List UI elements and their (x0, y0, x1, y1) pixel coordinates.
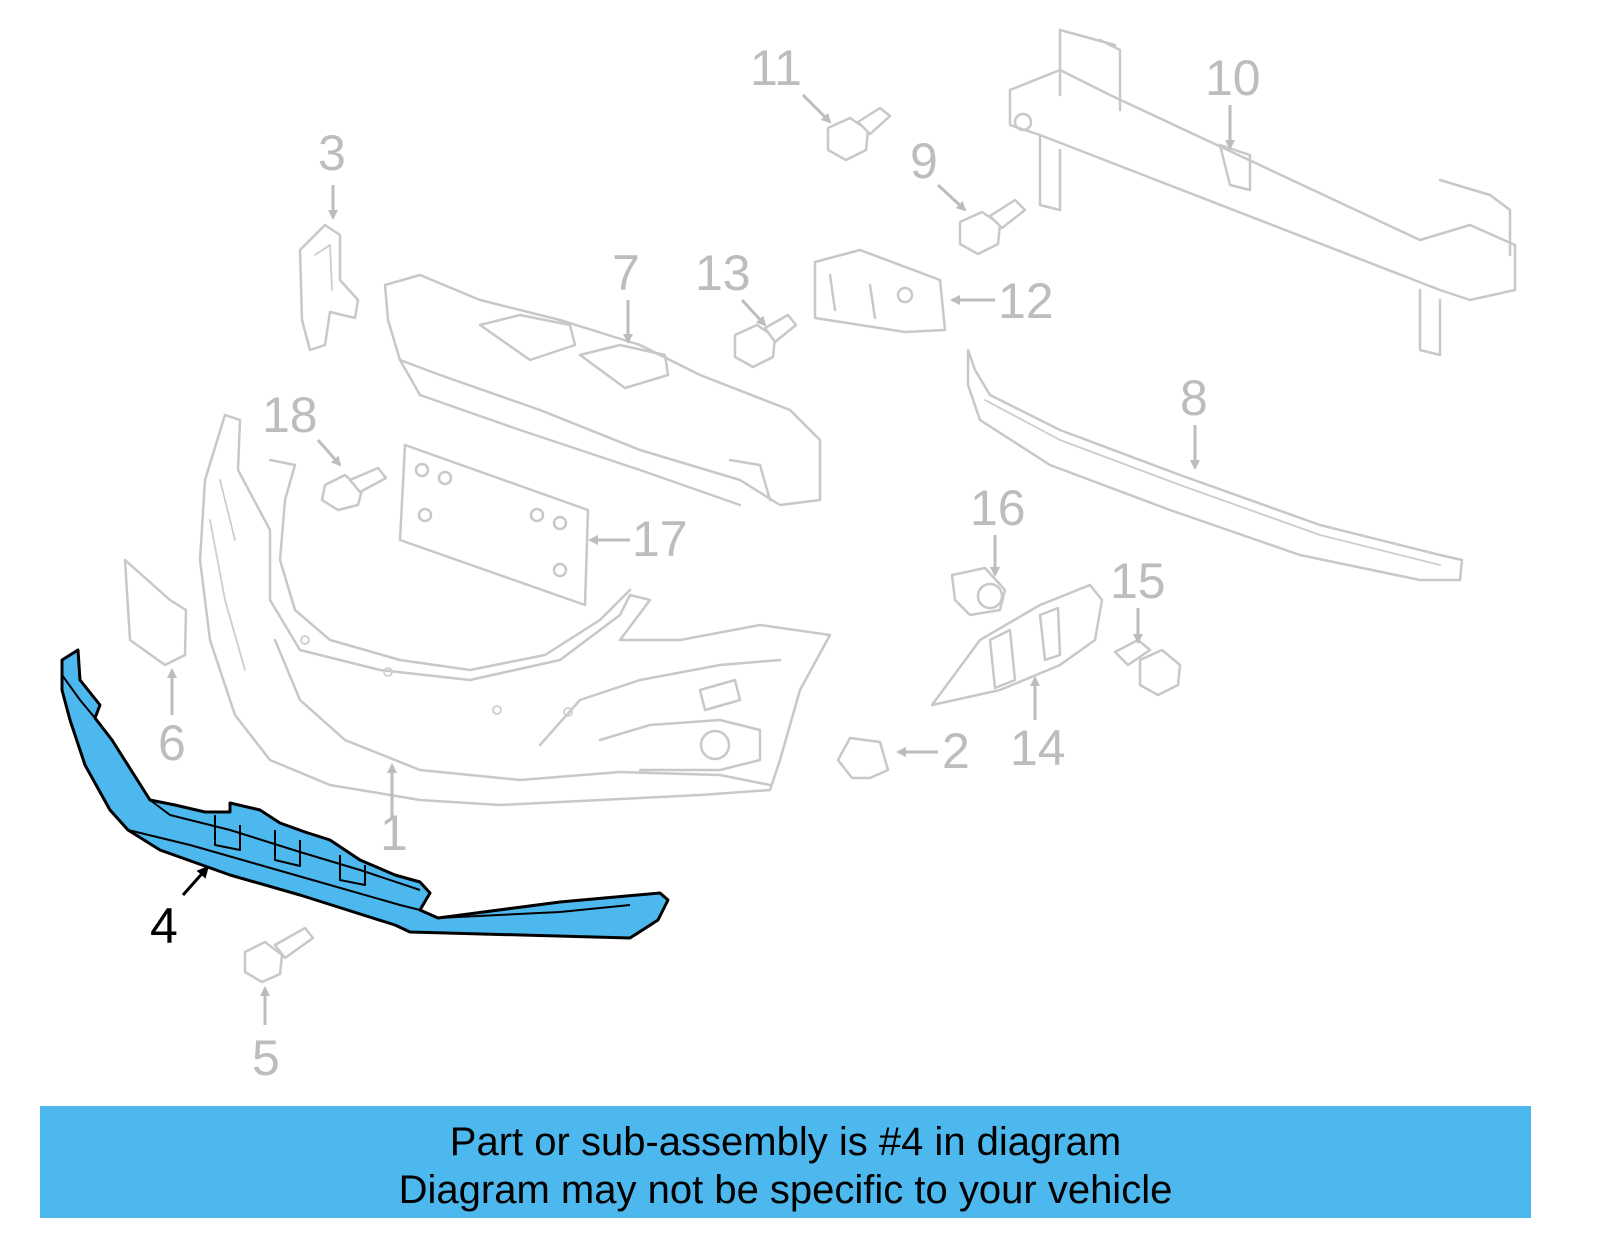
callout-8: 8 (1180, 370, 1208, 426)
callout-12: 12 (998, 273, 1054, 329)
callout-leaders (167, 93, 1235, 1025)
part-8-strip (966, 348, 1464, 582)
part-1-bumper-cover (198, 413, 832, 807)
part-5-bolt (243, 926, 315, 984)
callout-14: 14 (1010, 720, 1066, 776)
part-16-nut (950, 566, 1007, 617)
part-6-tow-cap (123, 558, 188, 667)
part-4-lower-spoiler (60, 648, 670, 940)
part-11-bolt (826, 106, 892, 162)
callout-16: 16 (970, 480, 1026, 536)
callout-11: 11 (750, 40, 802, 96)
callout-10: 10 (1205, 50, 1261, 106)
callout-1: 1 (380, 805, 408, 861)
banner-line-disclaimer: Diagram may not be specific to your vehi… (398, 1168, 1173, 1212)
part-13-bolt (733, 313, 798, 369)
part-7-absorber (383, 273, 822, 507)
callout-2: 2 (942, 723, 970, 779)
callout-6: 6 (158, 715, 186, 771)
callout-13: 13 (695, 245, 751, 301)
callout-labels: 1 2 3 4 5 6 7 8 9 10 11 12 13 14 15 16 1… (150, 40, 1261, 1086)
callout-9: 9 (910, 133, 938, 189)
callout-18: 18 (262, 387, 318, 443)
banner-line-part-number: Part or sub-assembly is #4 in diagram (449, 1120, 1122, 1164)
part-2-cap (836, 736, 890, 780)
part-14-bracket (930, 583, 1104, 707)
part-12-guide (813, 248, 947, 334)
part-info-banner: Part or sub-assembly is #4 in diagram Di… (40, 1106, 1531, 1218)
part-17-plate-bracket (398, 443, 590, 607)
part-10-reinforcement-bar (1008, 28, 1517, 357)
callout-3: 3 (318, 125, 346, 181)
part-3-bracket (298, 223, 360, 352)
part-15-bolt (1113, 638, 1182, 697)
callout-7: 7 (612, 245, 640, 301)
callout-4: 4 (150, 898, 178, 954)
callout-17: 17 (632, 511, 688, 567)
callout-15: 15 (1110, 553, 1166, 609)
callout-5: 5 (252, 1030, 280, 1086)
part-18-clip (320, 466, 388, 512)
part-9-bolt (958, 198, 1027, 256)
